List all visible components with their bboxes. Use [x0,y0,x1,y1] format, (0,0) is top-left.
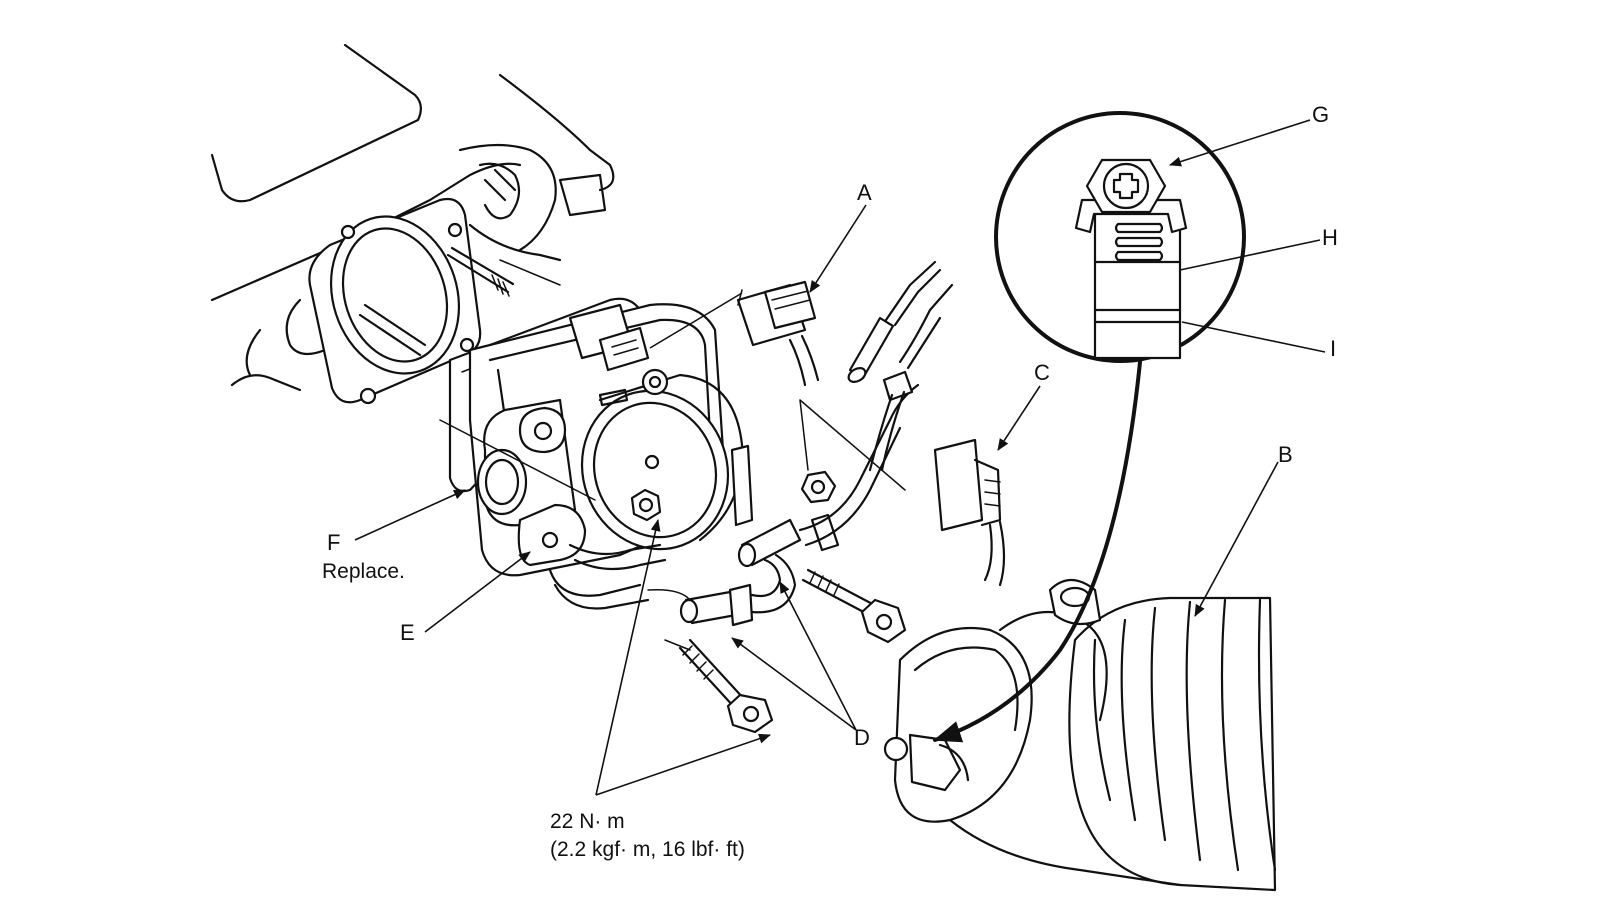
hose-fittings [647,383,920,627]
callout-f: F [327,530,340,555]
intake-duct [883,578,1277,892]
callout-e: E [400,620,415,645]
mounting-bolt-upper [801,568,907,644]
callout-g: G [1312,102,1329,127]
manifold-nut [800,470,837,504]
callout-b: B [1278,442,1293,467]
phillips-screw-icon [1085,158,1167,214]
clamp-detail-view [994,111,1246,363]
vacuum-hose [847,260,954,472]
callout-labels: A B C D E F G H I Replace. 22 N· m (2.2 … [322,102,1338,861]
callout-i: I [1330,336,1336,361]
intake-manifold [210,43,615,405]
callout-c: C [1034,360,1050,385]
throttle-body [468,303,754,610]
mounting-bolt-lower [678,638,774,734]
connector-a [736,280,820,387]
detail-pointer-arrow [933,360,1142,743]
torque-spec-line2: (2.2 kgf· m, 16 lbf· ft) [550,838,745,861]
callout-a: A [857,180,872,205]
callout-d: D [854,725,870,750]
torque-spec-line1: 22 N· m [550,810,625,833]
connector-c [933,438,1006,587]
replace-note: Replace. [322,560,405,583]
leader-lines [354,119,1326,796]
callout-h: H [1322,225,1338,250]
